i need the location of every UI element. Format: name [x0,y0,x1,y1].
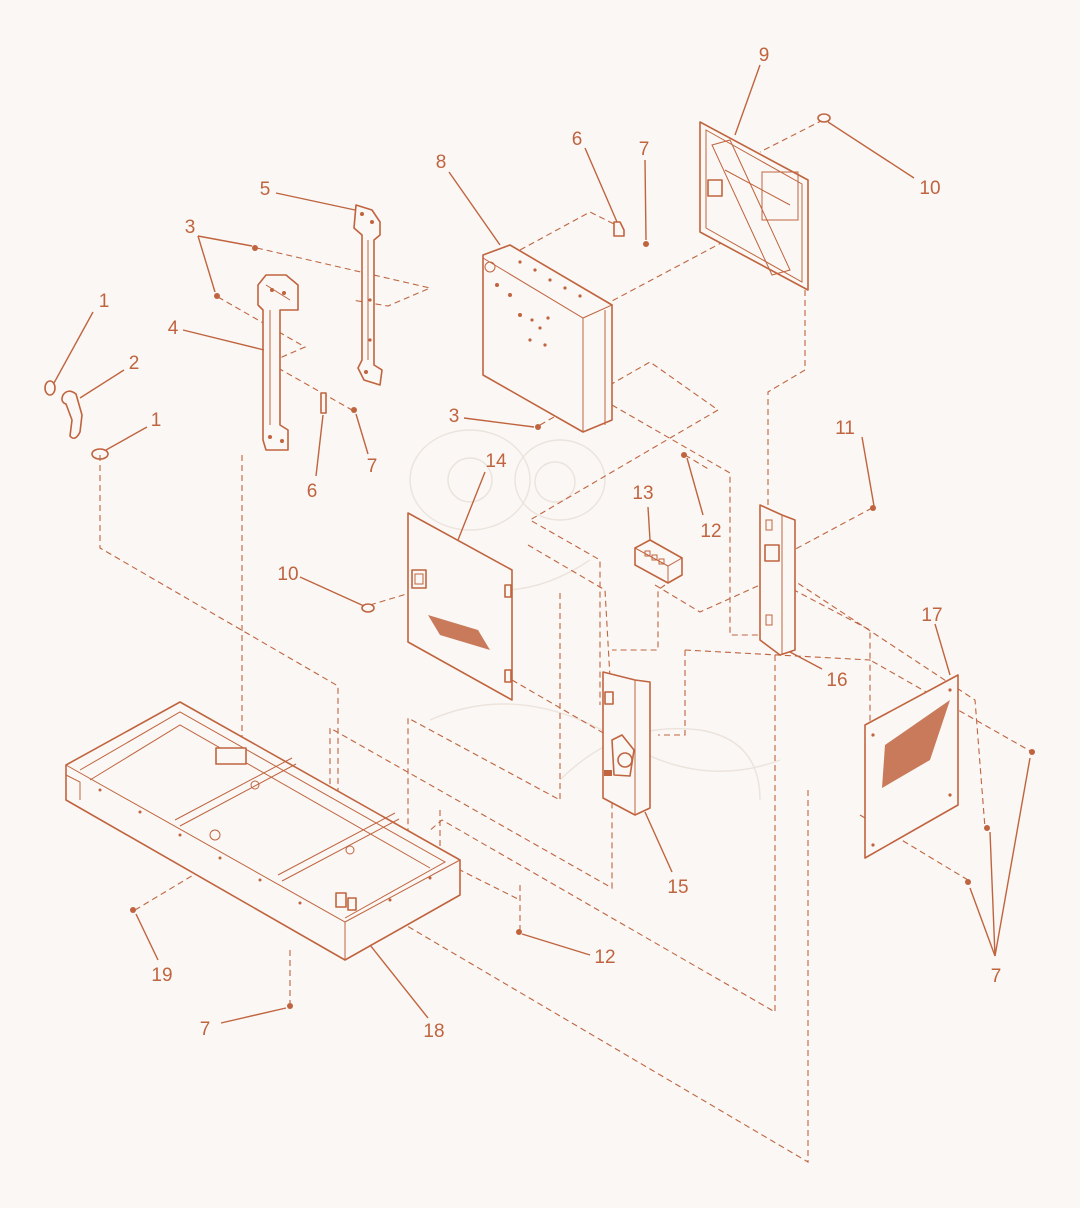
part-grommet-top [44,380,56,396]
assembly-lines [99,119,1033,1163]
callout-6b: 6 [572,129,583,150]
callout-10b: 10 [277,564,298,585]
part-terminal-block [634,539,683,584]
part-grille-panel [864,674,959,859]
part-hose [61,390,83,440]
part-latch-panel [602,671,651,816]
callout-17: 17 [921,605,942,626]
callout-5: 5 [260,179,271,200]
callout-labels: 1 2 1 3 4 5 6 7 8 6 7 9 10 3 14 13 12 11… [99,45,1002,1042]
callout-6a: 6 [307,481,318,502]
callout-10a: 10 [919,178,940,199]
callout-7b: 7 [639,139,650,160]
part-bracket-short [353,204,383,386]
callout-2: 2 [129,353,140,374]
callout-12a: 12 [700,521,721,542]
callout-11: 11 [835,418,855,439]
callout-9: 9 [759,45,770,66]
callout-15: 15 [667,877,688,898]
part-screw-12 [516,452,687,935]
callout-14: 14 [485,451,507,472]
part-back-panel [699,121,809,291]
callout-3a: 3 [185,217,196,238]
callout-16: 16 [826,670,847,691]
leader-lines [53,64,1031,1024]
callout-7d: 7 [200,1019,211,1040]
callout-3b: 3 [449,406,460,427]
callout-12b: 12 [594,947,615,968]
part-screw-19 [130,907,136,913]
part-front-door [407,512,513,701]
part-side-rail [759,504,796,656]
part-grommet-bottom [91,448,109,460]
part-clip-6 [320,221,625,414]
callout-1a: 1 [99,291,110,312]
part-screw-3 [214,245,541,430]
part-fastener-10 [361,113,831,613]
callout-7c: 7 [991,966,1002,987]
part-base-frame [65,701,461,961]
callout-8: 8 [436,152,447,173]
callout-7a: 7 [367,456,378,477]
callout-4: 4 [168,318,179,339]
callout-18: 18 [423,1021,444,1042]
part-main-box [482,244,614,433]
part-screw-7 [351,241,649,413]
callout-19: 19 [151,965,172,986]
part-bracket-long [257,274,299,451]
callout-13: 13 [632,483,653,504]
part-screw-7-grille [287,749,1035,1009]
callout-1b: 1 [151,410,162,431]
part-screw-11 [870,505,876,511]
